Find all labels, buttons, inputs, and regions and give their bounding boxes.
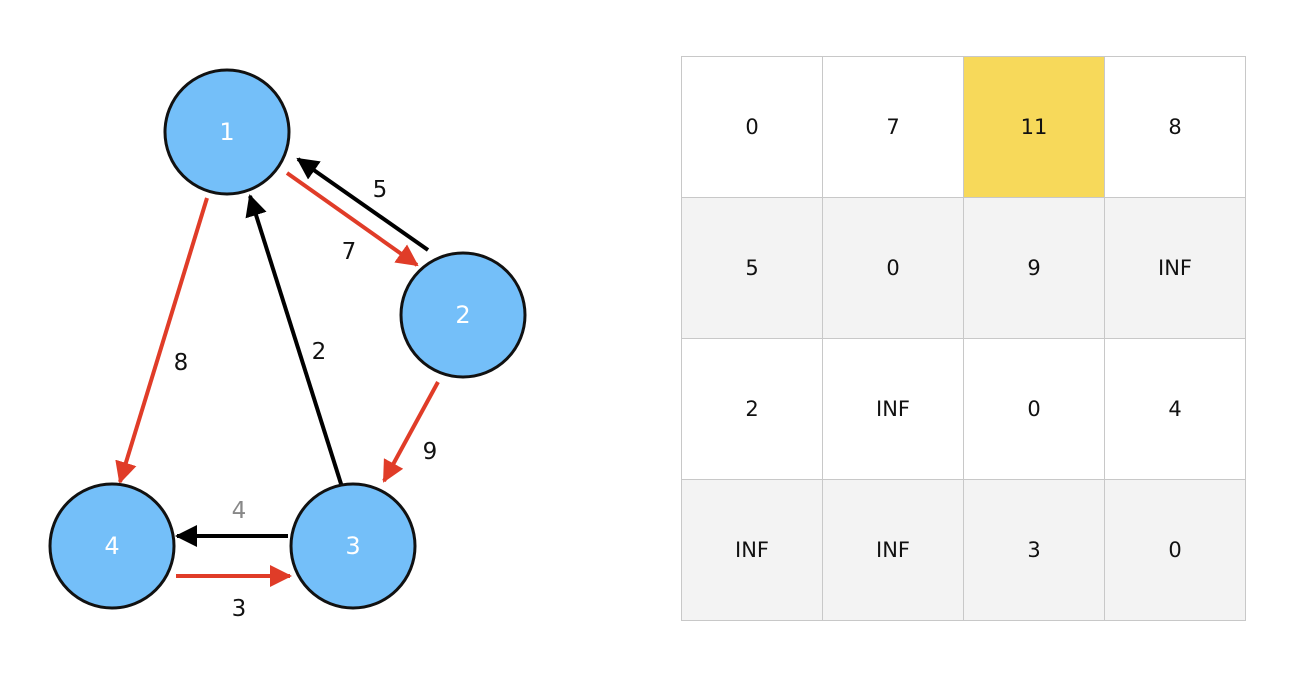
matrix-row: INF INF 3 0 (681, 479, 1246, 621)
matrix-cell: INF (681, 479, 823, 621)
edge-weight-label: 4 (232, 498, 247, 524)
edge-weight-label: 9 (423, 439, 438, 465)
edge-weight-label: 7 (342, 239, 357, 265)
edge-1-to-2 (285, 171, 419, 267)
matrix-cell: INF (822, 479, 964, 621)
matrix-cell-highlighted: 11 (963, 56, 1105, 198)
graph-diagram: 7 5 9 2 8 4 3 1 2 3 4 (48, 68, 527, 622)
node-label: 3 (345, 532, 360, 560)
graph-node-2: 2 (399, 251, 527, 379)
graph-node-1: 1 (163, 68, 291, 196)
matrix-cell: 2 (681, 338, 823, 480)
node-label: 1 (219, 118, 234, 146)
matrix-cell: INF (1104, 197, 1246, 339)
edge-weight-label: 3 (232, 596, 247, 622)
graph-node-3: 3 (289, 482, 417, 610)
matrix-cell: 4 (1104, 338, 1246, 480)
matrix-row: 5 0 9 INF (681, 197, 1246, 339)
edge-2-to-1 (296, 157, 430, 252)
node-label: 4 (104, 532, 119, 560)
node-label: 2 (455, 301, 470, 329)
matrix-cell: 0 (1104, 479, 1246, 621)
edge-3-to-1 (245, 194, 344, 488)
edge-weight-label: 5 (373, 177, 388, 203)
matrix-row: 2 INF 0 4 (681, 338, 1246, 480)
graph-node-4: 4 (48, 482, 176, 610)
distance-matrix: 0 7 11 8 5 0 9 INF 2 INF 0 4 INF INF 3 0 (681, 56, 1246, 621)
matrix-cell: 3 (963, 479, 1105, 621)
edge-1-to-4 (115, 197, 209, 484)
matrix-cell: 7 (822, 56, 964, 198)
edge-2-to-3 (382, 381, 440, 483)
edge-weight-label: 2 (312, 339, 327, 365)
edge-weight-label: 8 (174, 350, 189, 376)
matrix-cell: INF (822, 338, 964, 480)
matrix-row: 0 7 11 8 (681, 56, 1246, 198)
matrix-cell: 0 (963, 338, 1105, 480)
matrix-cell: 5 (681, 197, 823, 339)
matrix-cell: 0 (822, 197, 964, 339)
matrix-cell: 8 (1104, 56, 1246, 198)
matrix-cell: 9 (963, 197, 1105, 339)
matrix-cell: 0 (681, 56, 823, 198)
